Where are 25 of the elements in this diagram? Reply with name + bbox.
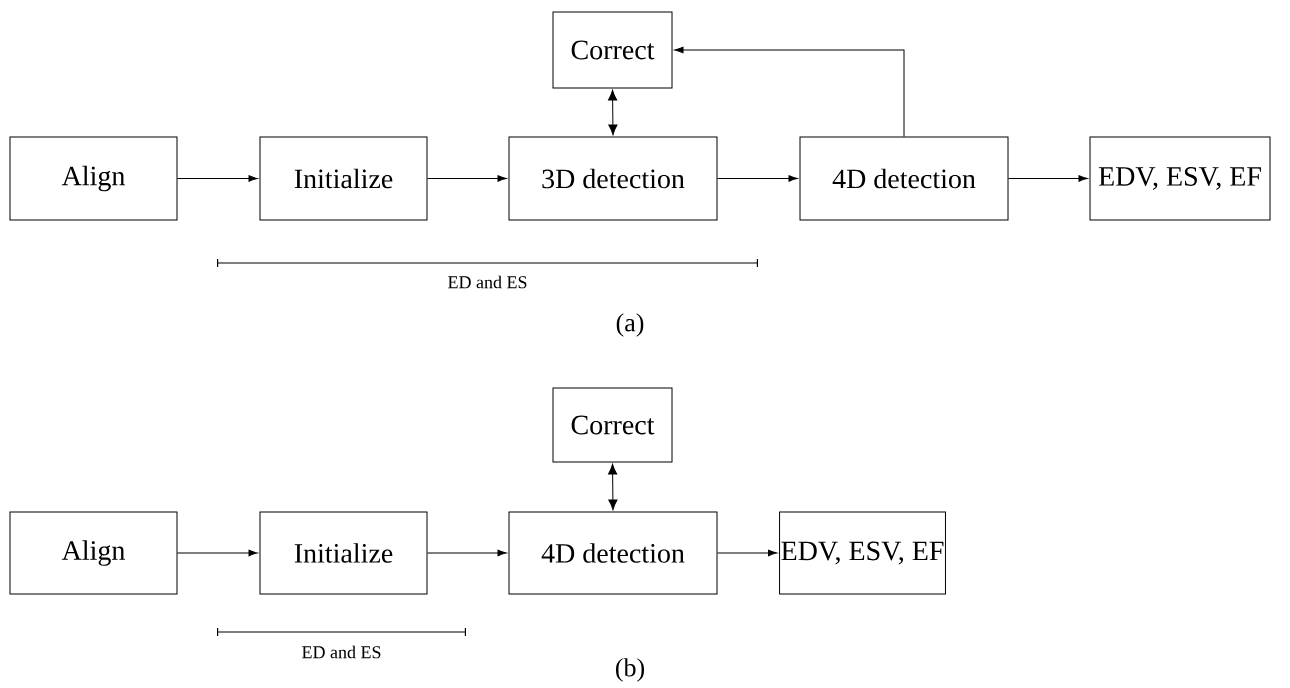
process-box: Align [9,511,178,595]
panel-caption: (b) [616,658,644,682]
dimension-label: ED and ES [302,645,381,659]
panel-caption: (a) [616,313,644,337]
arrow [717,175,798,182]
arrow [608,89,618,136]
dimension-label: ED and ES [448,275,527,289]
arrow [674,46,905,137]
arrow [427,549,507,557]
process-box: EDV, ESV, EF [1089,136,1271,221]
arrow [177,549,258,557]
process-box: 3D detection [508,136,718,221]
process-box: EDV, ESV, EF [779,511,946,595]
process-box: Align [9,136,178,221]
process-box: Correct [552,11,673,89]
arrow [427,175,507,182]
arrow [608,463,618,511]
process-box: 4D detection [799,136,1009,221]
process-box: Initialize [259,511,428,595]
arrow [177,175,258,182]
arrow [1008,175,1088,182]
arrow [717,549,778,557]
process-box: 4D detection [508,511,718,595]
process-box: Initialize [259,136,428,221]
process-box: Correct [552,387,673,463]
